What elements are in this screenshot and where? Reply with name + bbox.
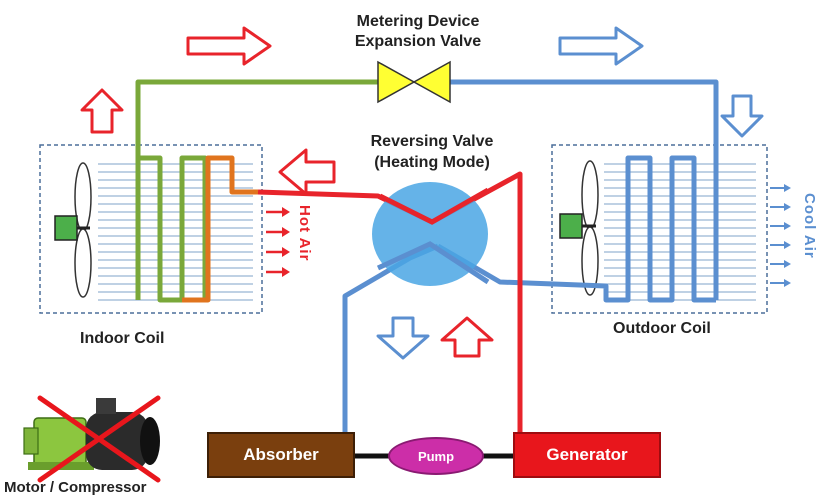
metering-device-label: Metering Device Expansion Valve — [355, 12, 481, 52]
generator-box: Generator — [513, 432, 661, 478]
metering-device-line1: Metering Device — [356, 13, 480, 30]
indoor-coil-hot-tube — [182, 155, 258, 303]
absorber-label: Absorber — [243, 445, 319, 464]
arrow-icon — [440, 316, 494, 358]
metering-device-line2: Expansion Valve — [354, 33, 482, 50]
indoor-coil-unit — [39, 144, 263, 314]
pump-box: Pump — [388, 437, 484, 475]
cool-air-arrows — [770, 184, 791, 287]
expansion-valve-icon — [377, 60, 451, 104]
hot-air-arrows — [266, 207, 290, 277]
arrow-icon — [186, 26, 272, 66]
arrow-icon — [558, 26, 644, 66]
indoor-coil-frame — [39, 144, 263, 314]
motor-compressor-label: Motor / Compressor — [4, 479, 147, 496]
outdoor-coil-frame — [551, 144, 768, 314]
cross-out-icon — [37, 395, 161, 483]
pump-label: Pump — [417, 448, 455, 464]
reversing-valve-line1: Reversing Valve — [370, 133, 494, 150]
arrow-icon — [376, 316, 430, 360]
arrow-icon — [80, 88, 124, 134]
reversing-valve-icon — [372, 182, 490, 286]
reversing-valve-line2: (Heating Mode) — [374, 154, 490, 171]
absorber-box: Absorber — [207, 432, 355, 478]
outdoor-coil-unit — [551, 144, 768, 314]
arrow-icon — [278, 148, 336, 196]
arrow-icon — [720, 94, 764, 138]
fan-icon — [54, 162, 92, 298]
indoor-coil-fins — [98, 162, 253, 302]
outdoor-coil-label: Outdoor Coil — [613, 320, 711, 337]
hot-air-label: Hot Air — [296, 205, 313, 262]
reversing-valve-label: Reversing Valve (Heating Mode) — [371, 131, 494, 173]
cool-air-label: Cool Air — [801, 193, 818, 259]
fan-icon — [559, 160, 599, 296]
generator-label: Generator — [546, 445, 628, 464]
indoor-coil-label: Indoor Coil — [80, 330, 165, 347]
